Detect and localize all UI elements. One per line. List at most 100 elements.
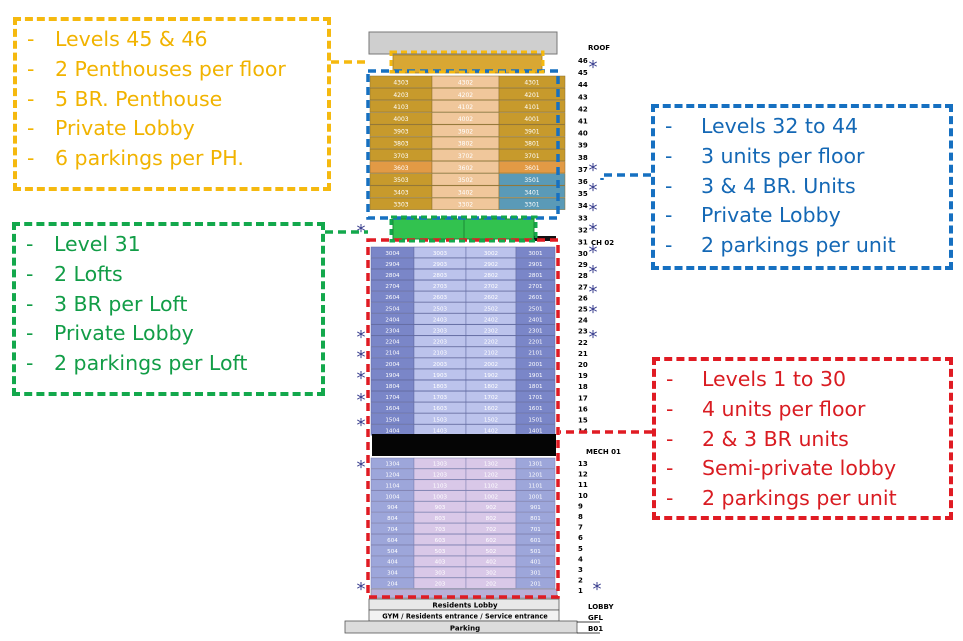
floor-number: 4 xyxy=(578,555,583,563)
unit-number: 203 xyxy=(435,582,446,588)
unit-cell-mid xyxy=(515,379,556,392)
callout-item: -2 & 3 BR units xyxy=(666,425,941,455)
unit-cell-mid xyxy=(515,357,556,369)
floor-number: 43 xyxy=(578,93,588,101)
unit-number: 2103 xyxy=(433,351,448,357)
unit-number: 4201 xyxy=(524,92,539,99)
unit-number: 1802 xyxy=(484,384,498,390)
callout-item: -2 parkings per Loft xyxy=(26,349,313,379)
asterisk-marker: * xyxy=(357,415,366,436)
unit-number: 401 xyxy=(530,560,541,566)
unit-number: 1104 xyxy=(385,483,400,489)
floor-number: 29 xyxy=(578,261,588,269)
bullet-dash: - xyxy=(27,27,35,51)
bullet-dash: - xyxy=(665,114,673,138)
unit-number: 603 xyxy=(435,538,446,544)
unit-cell-upper xyxy=(498,112,566,125)
unit-number: 1903 xyxy=(433,373,448,379)
unit-number: 3501 xyxy=(524,177,539,184)
bullet-dash: - xyxy=(27,86,35,111)
callout-item: -Levels 45 & 46 xyxy=(27,25,319,55)
unit-number: 3301 xyxy=(524,202,539,209)
callout-item: -Levels 32 to 44 xyxy=(665,112,941,142)
unit-number: 3002 xyxy=(484,251,498,257)
unit-cell-upper xyxy=(498,75,566,88)
unit-number: 2403 xyxy=(433,317,448,323)
floor-number: 17 xyxy=(578,394,588,402)
callout-item-text: 2 Lofts xyxy=(54,261,123,286)
floor-number: 16 xyxy=(578,405,588,413)
asterisk-marker: * xyxy=(589,262,598,283)
unit-number: 2902 xyxy=(484,262,498,268)
floor-number: 30 xyxy=(578,250,588,258)
callout-item: -Private Lobby xyxy=(665,201,941,231)
callout-item-text: Level 31 xyxy=(54,232,141,256)
unit-number: 303 xyxy=(435,571,446,577)
unit-cell-mid xyxy=(515,302,556,314)
callout-penthouse: -Levels 45 & 46-2 Penthouses per floor-5… xyxy=(13,17,331,191)
unit-number: 601 xyxy=(530,538,541,544)
callout-item-text: 3 units per floor xyxy=(701,143,865,168)
unit-number: 2102 xyxy=(484,351,498,357)
floor-number: 34 xyxy=(578,202,588,210)
unit-number: 4202 xyxy=(458,92,473,99)
callout-item-text: 2 & 3 BR units xyxy=(702,426,849,451)
unit-number: 3702 xyxy=(458,153,473,160)
unit-number: 4203 xyxy=(393,92,408,99)
unit-number: 2404 xyxy=(385,317,400,323)
unit-number: 1302 xyxy=(484,462,498,468)
zone-outline-penthouse xyxy=(389,50,545,74)
unit-number: 902 xyxy=(486,505,497,511)
unit-number: 2201 xyxy=(528,340,543,346)
unit-number: 2501 xyxy=(528,306,543,312)
asterisk-marker: * xyxy=(589,57,598,78)
asterisk-marker: * xyxy=(357,368,366,389)
zone-outline-loft xyxy=(389,215,538,243)
callout-item-text: 3 BR per Loft xyxy=(54,291,188,316)
unit-number: 1202 xyxy=(484,473,498,479)
floor-number: 37 xyxy=(578,166,588,174)
unit-cell-upper xyxy=(498,87,566,101)
unit-cell-mid xyxy=(515,335,556,347)
callout-item: -2 parkings per unit xyxy=(666,484,941,514)
unit-cell-low xyxy=(515,457,556,469)
bullet-dash: - xyxy=(665,173,673,198)
floor-number: 20 xyxy=(578,361,588,369)
floor-number: 1 xyxy=(578,587,583,595)
unit-number: 3502 xyxy=(458,177,473,184)
floor-number: 35 xyxy=(578,190,588,198)
bullet-dash: - xyxy=(26,321,34,346)
unit-number: 2004 xyxy=(385,362,400,368)
unit-number: 1003 xyxy=(433,494,448,500)
mech-02-label: CH 02 xyxy=(591,239,614,247)
unit-cell-upper xyxy=(498,161,566,174)
callout-upper-units: -Levels 32 to 44-3 units per floor-3 & 4… xyxy=(651,104,953,270)
unit-number: 1502 xyxy=(484,417,498,423)
parking-label: Parking xyxy=(450,625,480,633)
unit-number: 4303 xyxy=(393,80,408,87)
unit-number: 2104 xyxy=(385,351,400,357)
asterisk-marker: * xyxy=(589,327,598,348)
callout-item: -6 parkings per PH. xyxy=(27,144,319,174)
bullet-dash: - xyxy=(26,232,34,256)
asterisk-marker: * xyxy=(589,220,598,241)
floor-number: 45 xyxy=(578,69,588,77)
unit-number: 302 xyxy=(486,571,497,577)
bullet-dash: - xyxy=(26,351,34,376)
parking-band xyxy=(344,620,578,634)
unit-number: 1301 xyxy=(528,462,543,468)
unit-number: 2302 xyxy=(484,329,498,335)
floor-number: 21 xyxy=(578,350,588,358)
asterisk-marker: * xyxy=(357,390,366,411)
roof-block xyxy=(368,31,558,55)
callout-item: -Levels 1 to 30 xyxy=(666,365,941,395)
asterisk-marker: * xyxy=(357,347,366,368)
unit-number: 1704 xyxy=(385,395,400,401)
floor-number: 2 xyxy=(578,577,583,585)
unit-number: 2204 xyxy=(385,340,400,346)
callout-item: -Private Lobby xyxy=(27,114,319,144)
callout-item-text: 2 Penthouses per floor xyxy=(55,56,286,81)
unit-number: 2301 xyxy=(528,329,543,335)
floor-number: 15 xyxy=(578,417,588,425)
